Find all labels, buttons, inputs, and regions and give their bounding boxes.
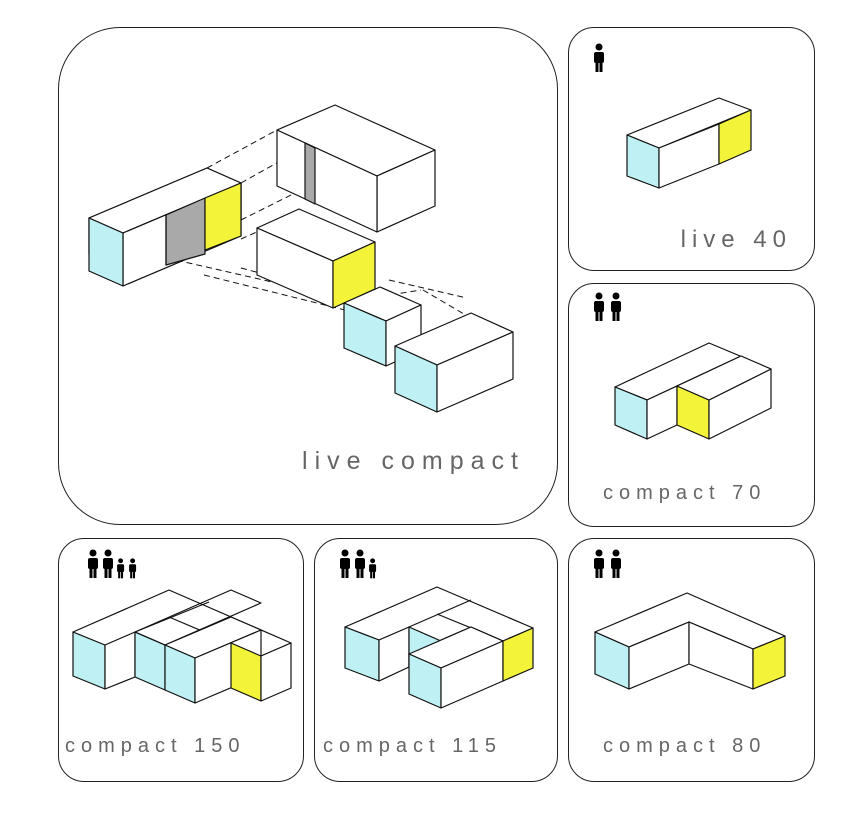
adult-icon [594,292,604,321]
people-icons [85,549,139,584]
module-diagram [626,97,752,189]
card-compact-115: compact 115 [314,538,558,782]
card-compact-80: compact 80 [568,538,815,782]
module-diagram [72,589,292,704]
module-diagram [344,586,534,709]
adult-icon [340,549,350,578]
card-label: compact 70 [603,482,767,504]
card-live-40: live 40 [568,27,815,271]
child-icon [117,558,125,579]
module-top [276,104,436,233]
people-icons [591,549,625,584]
module-left [88,167,242,287]
adult-icon [88,549,98,578]
adult-icon [594,43,604,72]
card-compact-70: compact 70 [568,283,815,527]
module-diagram [594,592,786,690]
people-icons [591,292,625,327]
child-icon [129,558,137,579]
adult-icon [594,549,604,578]
card-label: compact 150 [65,735,246,757]
card-compact-150: compact 150 [58,538,304,782]
card-label: compact 80 [603,735,767,757]
card-live-compact: live compact [58,27,558,525]
adult-icon [611,549,621,578]
module-diagram [614,342,772,440]
card-label: compact 115 [323,735,503,757]
adult-icon [355,549,365,578]
card-label: live compact [302,447,525,475]
module-exploded-diagram [88,104,514,413]
card-label: live 40 [680,226,792,253]
child-icon [369,558,377,579]
module-middle [256,208,376,309]
adult-icon [103,549,113,578]
people-icons [337,549,381,584]
people-icons [591,43,607,78]
module-bottom [394,312,514,413]
adult-icon [611,292,621,321]
